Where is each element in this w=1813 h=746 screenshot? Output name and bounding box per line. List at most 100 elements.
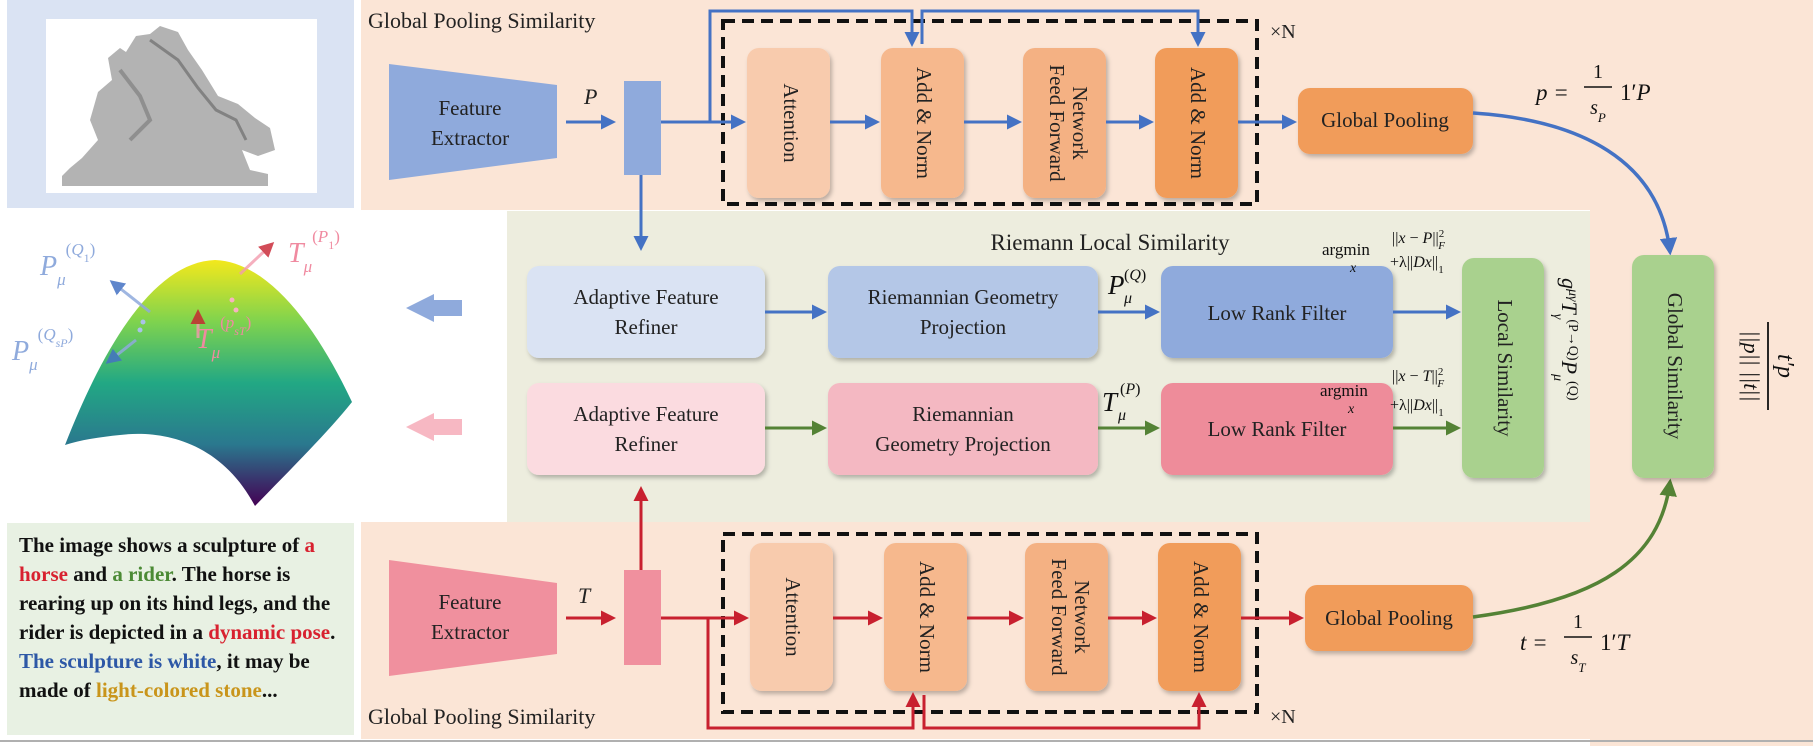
caption-segment: ... (261, 678, 278, 702)
row1-refiner-line2: Refiner (615, 315, 678, 339)
bottom-transformer-block (721, 532, 1259, 714)
top-global-pooling-block (1298, 88, 1473, 154)
bottom-extractor-line2: Extractor (431, 620, 509, 644)
global-similarity-formula: t′p ||p|| ||t|| (1739, 322, 1798, 410)
bottom-attention-block (750, 543, 833, 691)
svg-text:+λ||Dx||1: +λ||Dx||1 (1390, 254, 1444, 276)
bottom-section-title: Global Pooling Similarity (368, 704, 595, 729)
caption-segment: dynamic pose (208, 620, 331, 644)
svg-text:(Q): (Q) (1124, 267, 1146, 284)
row2-symbol: T μ (P) (1102, 381, 1140, 424)
bottom-add-norm-2-block (1158, 543, 1241, 691)
riemann-title: Riemann Local Similarity (991, 230, 1230, 255)
top-add-norm-2-label: Add & Norm (1186, 67, 1210, 179)
row2-filter-label: Low Rank Filter (1208, 417, 1347, 441)
svg-text:argmin: argmin (1322, 240, 1370, 259)
svg-text:1′P: 1′P (1620, 80, 1651, 105)
svg-text:μ: μ (1123, 290, 1132, 307)
svg-text:x: x (1349, 261, 1357, 276)
svg-text:(P): (P) (1120, 381, 1140, 398)
manifold-illustration: Pμ(Q1) Pμ(QsP) Tμ(P1) Tμ(psT) (11, 227, 352, 506)
row2-refiner-line1: Adaptive Feature (573, 402, 718, 426)
top-repeat-label: ×N (1270, 21, 1296, 43)
row2-projection-block (828, 383, 1098, 475)
top-attention-block (747, 48, 830, 198)
top-add-norm-2-block (1155, 48, 1238, 198)
row1-refiner-line1: Adaptive Feature (573, 285, 718, 309)
top-section-title: Global Pooling Similarity (368, 8, 595, 33)
top-attention-label: Attention (779, 83, 803, 163)
bottom-extractor-line1: Feature (439, 590, 502, 614)
row1-projection-line2: Projection (920, 315, 1007, 339)
row1-refiner-block (527, 266, 765, 358)
row2-projection-line1: Riemannian (912, 402, 1014, 426)
caption-segment: . The horse is rearing up on its hind le… (19, 562, 331, 644)
top-feature-token (624, 81, 661, 175)
caption-segment: a horse (19, 533, 315, 586)
bottom-feature-symbol: T (578, 583, 592, 608)
bottom-ffn-line2: Network (1070, 580, 1094, 654)
caption-description: The image shows a sculpture of a horse a… (7, 523, 354, 735)
row2-refiner-line2: Refiner (615, 432, 678, 456)
svg-text:Tμ(P1): Tμ(P1) (288, 227, 340, 276)
bottom-attention-label: Attention (781, 577, 805, 657)
svg-text:x: x (1347, 402, 1355, 417)
svg-text:Pμ(Q1): Pμ(Q1) (39, 240, 95, 289)
top-ffn-line2: Network (1068, 86, 1092, 160)
caption-segment: a rider (112, 562, 172, 586)
bottom-global-pooling-block (1305, 585, 1473, 651)
bottom-feature-extractor (389, 560, 557, 676)
caption-segment: , it may be made of (19, 649, 310, 702)
bottom-feature-token (624, 570, 661, 665)
top-add-norm-1-block (881, 48, 964, 198)
bottom-repeat-label: ×N (1270, 706, 1296, 728)
top-feature-symbol: P (583, 84, 597, 109)
bottom-add-norm-2-label: Add & Norm (1189, 561, 1213, 673)
svg-text:p =: p = (1534, 80, 1569, 105)
row2-projection-line2: Geometry Projection (875, 432, 1051, 456)
row1-symbol: P μ (Q) (1107, 267, 1146, 307)
row1-low-rank-filter-block (1161, 266, 1393, 358)
row2-low-rank-filter-block (1161, 383, 1393, 475)
svg-text:t′p: t′p (1772, 354, 1798, 378)
row1-filter-label: Low Rank Filter (1208, 301, 1347, 325)
global-similarity-label: Global Similarity (1663, 293, 1687, 440)
row1-projection-line1: Riemannian Geometry (868, 285, 1059, 309)
row2-refiner-block (527, 383, 765, 475)
global-similarity-block (1632, 255, 1714, 478)
svg-text:||p|| ||t||: ||p|| ||t|| (1739, 331, 1764, 402)
caption-segment: The sculpture is white (19, 649, 217, 673)
top-feature-extractor (389, 64, 557, 180)
svg-text:μ: μ (1117, 407, 1126, 424)
svg-text:+λ||Dx||1: +λ||Dx||1 (1390, 397, 1444, 419)
top-ffn-block (1023, 48, 1106, 198)
top-ffn-line1: Feed Forward (1045, 64, 1069, 182)
row1-projection-block (828, 266, 1098, 358)
caption-segment: The image shows a sculpture of (19, 533, 305, 557)
svg-text:Pμ(QsP): Pμ(QsP) (11, 325, 73, 374)
top-extractor-line2: Extractor (431, 126, 509, 150)
top-transformer-block (721, 19, 1259, 206)
bottom-add-norm-1-label: Add & Norm (915, 561, 939, 673)
local-similarity-label: Local Similarity (1493, 299, 1517, 437)
svg-text:P: P (1107, 270, 1125, 300)
svg-text:1: 1 (1573, 611, 1583, 633)
svg-text:t =: t = (1520, 630, 1548, 655)
svg-text:1′T: 1′T (1600, 630, 1632, 655)
top-extractor-line1: Feature (439, 96, 502, 120)
svg-text:1: 1 (1593, 61, 1603, 83)
bottom-pool-formula: t = 1 sT 1′T (1520, 611, 1632, 675)
bottom-add-norm-1-block (884, 543, 967, 691)
bottom-global-pooling-label: Global Pooling (1325, 606, 1453, 630)
caption-segment: . (330, 620, 336, 644)
caption-segment: and (68, 562, 113, 586)
svg-text:argmin: argmin (1320, 381, 1368, 400)
top-global-pooling-label: Global Pooling (1321, 108, 1449, 132)
local-similarity-block (1462, 258, 1544, 478)
top-add-norm-1-label: Add & Norm (912, 67, 936, 179)
sculpture-image (46, 19, 317, 193)
svg-text:T: T (1102, 387, 1119, 417)
left-arrow-pink (406, 413, 462, 441)
bottom-ffn-line1: Feed Forward (1047, 558, 1071, 676)
